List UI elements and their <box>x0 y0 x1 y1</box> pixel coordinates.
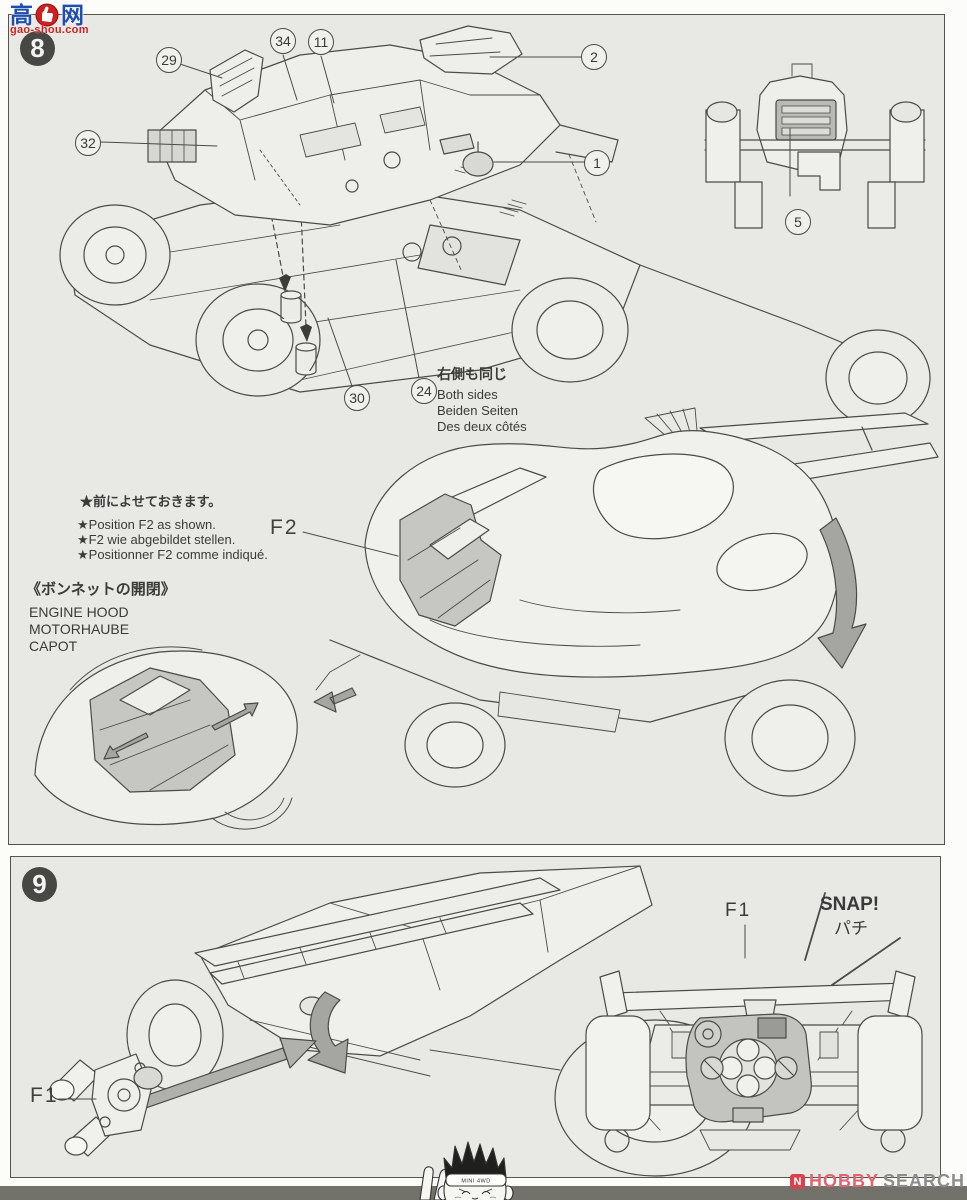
snap-label-en: SNAP! <box>820 894 880 915</box>
both-sides-en: Both sides <box>437 387 498 402</box>
both-sides-fr: Des deux côtés <box>437 419 527 434</box>
hood-title-jp: 《ボンネットの開閉》 <box>26 581 176 598</box>
hobbysearch-logo-icon: N <box>790 1174 805 1189</box>
callout-24: 24 <box>411 378 437 404</box>
note-jp: ★前によせておきます。 <box>80 494 222 509</box>
callout-11: 11 <box>308 29 334 55</box>
gaoshou-char-right: 网 <box>61 1 84 28</box>
part-label-f1-left: F1 <box>30 1084 59 1107</box>
svg-text:MINI 4WD: MINI 4WD <box>461 1179 490 1185</box>
part-label-f1-right: F1 <box>725 900 752 921</box>
step9-panel <box>10 856 941 1178</box>
callout-34: 34 <box>270 28 296 54</box>
note-en: ★Position F2 as shown. <box>77 517 216 532</box>
callout-30: 30 <box>344 385 370 411</box>
callout-5: 5 <box>785 209 811 235</box>
gaoshou-char-left: 高 <box>10 1 33 28</box>
callout-1: 1 <box>584 150 610 176</box>
hood-de: MOTORHAUBE <box>29 621 130 637</box>
gaoshou-url: gao-shou.com <box>10 24 89 36</box>
step8-number-badge: 8 <box>20 31 55 66</box>
note-de: ★F2 wie abgebildet stellen. <box>77 532 236 547</box>
thumbs-up-icon <box>35 3 59 27</box>
gaoshou-watermark: 高 网 gao-shou.com <box>10 3 89 36</box>
note-fr: ★Positionner F2 comme indiqué. <box>77 547 268 562</box>
hobbysearch-watermark: N HOBBY SEARCH <box>790 1171 965 1192</box>
callout-29: 29 <box>156 47 182 73</box>
both-sides-de: Beiden Seiten <box>437 403 518 418</box>
hood-en: ENGINE HOOD <box>29 604 129 620</box>
hobbysearch-text-hobby: HOBBY <box>809 1171 880 1191</box>
snap-label-jp: パチ <box>834 919 868 938</box>
part-label-f2: F2 <box>270 516 299 539</box>
callout-32: 32 <box>75 130 101 156</box>
hobbysearch-text-search: SEARCH <box>883 1171 966 1191</box>
both-sides-jp: 右側も同じ <box>437 366 507 382</box>
step9-number-badge: 9 <box>22 867 57 902</box>
callout-2: 2 <box>581 44 607 70</box>
hood-fr: CAPOT <box>29 638 78 654</box>
